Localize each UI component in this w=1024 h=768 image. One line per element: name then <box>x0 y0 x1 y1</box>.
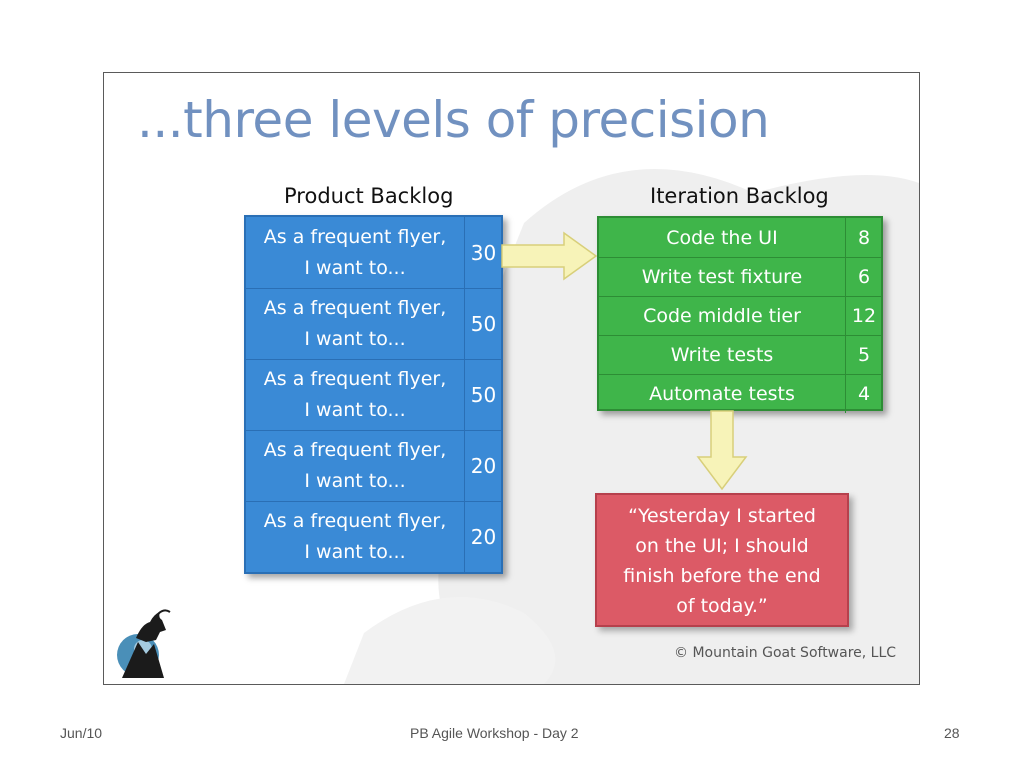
copyright-notice: © Mountain Goat Software, LLC <box>674 645 897 661</box>
backlog-item-line1: As a frequent flyer, <box>263 226 447 248</box>
iteration-task: Write tests 5 <box>599 335 881 375</box>
backlog-item: As a frequent flyer, I want to... 30 <box>246 217 501 289</box>
quote-line: finish before the end <box>623 565 821 587</box>
slide-title: ...three levels of precision <box>137 91 770 149</box>
mountain-goat-logo-icon <box>117 609 171 678</box>
backlog-item-points: 30 <box>464 217 502 288</box>
task-hours: 6 <box>845 257 882 296</box>
backlog-item: As a frequent flyer, I want to... 50 <box>246 288 501 360</box>
task-hours: 5 <box>845 335 882 374</box>
backlog-item-line1: As a frequent flyer, <box>263 368 447 390</box>
task-name: Write tests <box>670 343 774 366</box>
task-name: Code the UI <box>666 226 778 249</box>
task-hours: 12 <box>845 296 882 335</box>
quote-line: on the UI; I should <box>635 535 809 557</box>
iteration-backlog-table: Code the UI 8 Write test fixture 6 Code … <box>597 216 883 413</box>
backlog-item-points: 50 <box>464 288 502 359</box>
backlog-item-line2: I want to... <box>304 470 406 492</box>
backlog-item-points: 20 <box>464 501 502 572</box>
task-hours: 4 <box>845 374 882 413</box>
backlog-item-text: As a frequent flyer, I want to... <box>246 364 464 426</box>
task-name: Write test fixture <box>641 265 803 288</box>
footer-title: PB Agile Workshop - Day 2 <box>410 725 579 741</box>
footer-date: Jun/10 <box>60 725 103 741</box>
iteration-task: Code the UI 8 <box>599 218 881 258</box>
product-backlog-table: As a frequent flyer, I want to... 30 As … <box>244 215 503 574</box>
task-name: Automate tests <box>649 382 795 405</box>
backlog-item-line2: I want to... <box>304 328 406 350</box>
quote-line: “Yesterday I started <box>628 505 816 527</box>
iteration-backlog-heading: Iteration Backlog <box>650 184 829 208</box>
backlog-item-line2: I want to... <box>304 257 406 279</box>
footer-page-number: 28 <box>944 725 960 741</box>
backlog-item-line1: As a frequent flyer, <box>263 510 447 532</box>
product-backlog-heading: Product Backlog <box>284 184 454 208</box>
backlog-item-line1: As a frequent flyer, <box>263 297 447 319</box>
down-arrow-icon <box>696 410 748 491</box>
task-hours: 8 <box>845 218 882 257</box>
backlog-item-text: As a frequent flyer, I want to... <box>246 293 464 355</box>
backlog-item: As a frequent flyer, I want to... 20 <box>246 501 501 572</box>
daily-update-quote: “Yesterday I started on the UI; I should… <box>595 493 849 627</box>
backlog-item: As a frequent flyer, I want to... 20 <box>246 430 501 502</box>
backlog-item-text: As a frequent flyer, I want to... <box>246 435 464 497</box>
backlog-item-line2: I want to... <box>304 541 406 563</box>
backlog-item-text: As a frequent flyer, I want to... <box>246 222 464 284</box>
backlog-item-line2: I want to... <box>304 399 406 421</box>
quote-line: of today.” <box>676 595 768 617</box>
slide-frame: ...three levels of precision Product Bac… <box>103 72 920 685</box>
task-name: Code middle tier <box>643 304 801 327</box>
backlog-item-text: As a frequent flyer, I want to... <box>246 506 464 568</box>
iteration-task: Automate tests 4 <box>599 374 881 413</box>
iteration-task: Code middle tier 12 <box>599 296 881 336</box>
backlog-item: As a frequent flyer, I want to... 50 <box>246 359 501 431</box>
backlog-item-points: 20 <box>464 430 502 501</box>
backlog-item-line1: As a frequent flyer, <box>263 439 447 461</box>
right-arrow-icon <box>501 231 598 281</box>
backlog-item-points: 50 <box>464 359 502 430</box>
iteration-task: Write test fixture 6 <box>599 257 881 297</box>
